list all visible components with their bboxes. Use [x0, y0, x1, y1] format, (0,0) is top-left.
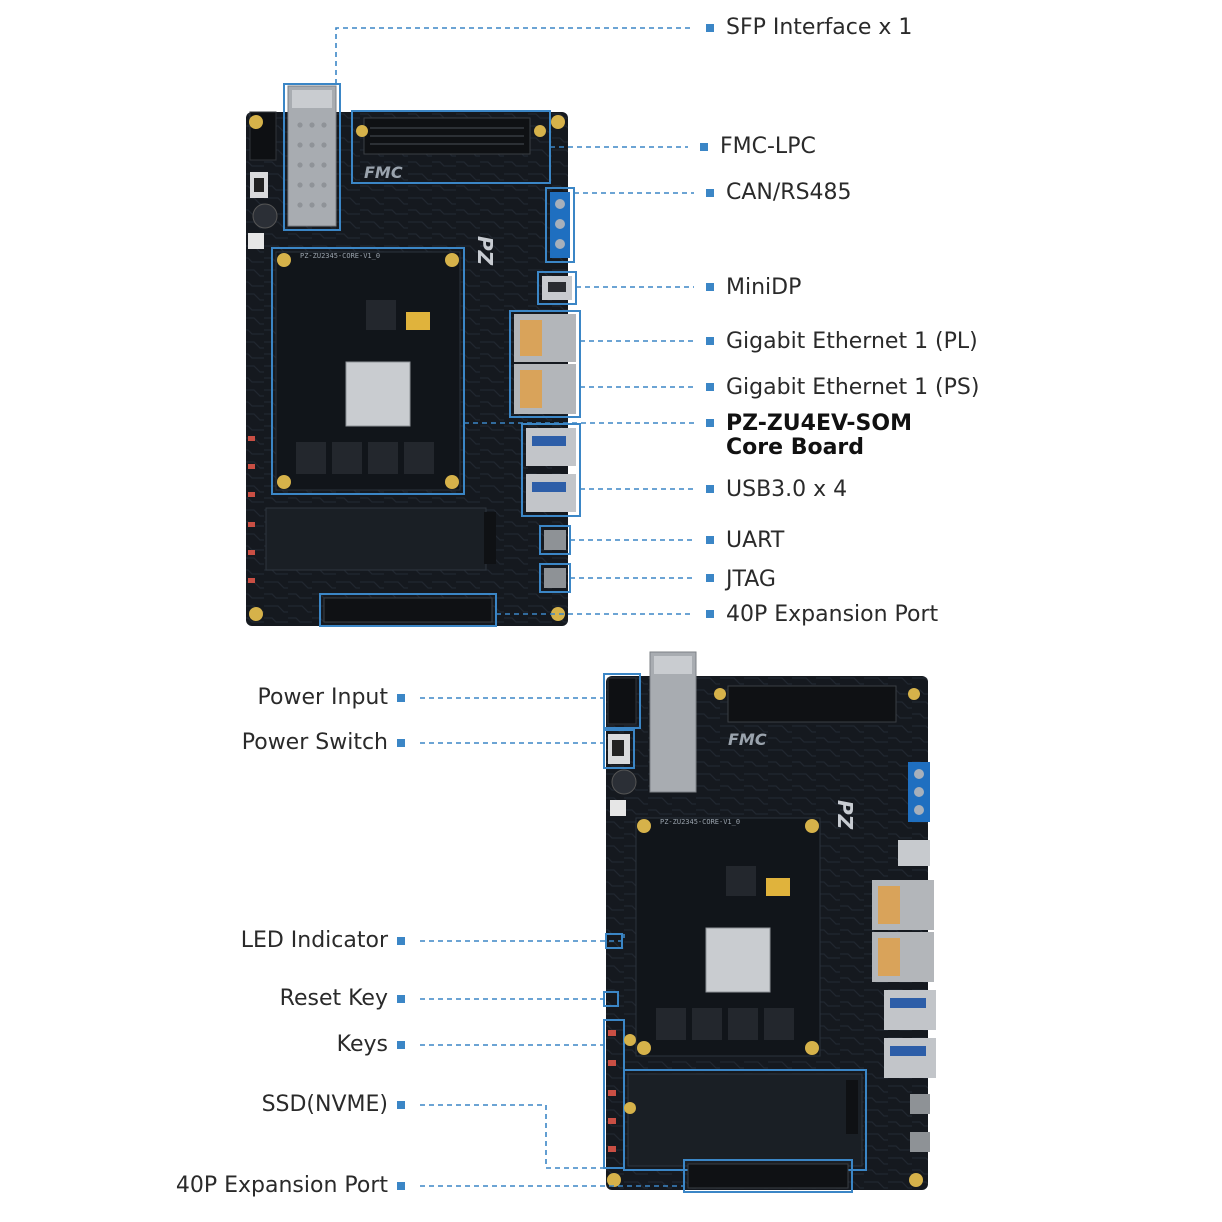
top-ddr-4	[404, 442, 434, 474]
label-ssd-nvme: SSD(NVME)	[261, 1092, 388, 1117]
label-power-switch: Power Switch	[241, 730, 388, 755]
bottom-fmc-silkscreen: FMC	[728, 730, 767, 749]
label-jtag: JTAG	[726, 567, 776, 592]
bullet-power-switch	[397, 739, 405, 747]
top-leader-lines	[335, 27, 694, 615]
bottom-m2-slot-area	[627, 1073, 863, 1167]
bullet-som	[706, 419, 714, 427]
top-zynq-chip	[345, 361, 411, 427]
bullet-eth-pl	[706, 337, 714, 345]
top-usb-port-1	[526, 428, 576, 466]
bullet-exp-top	[706, 610, 714, 618]
label-gigabit-ethernet-pl: Gigabit Ethernet 1 (PL)	[726, 329, 978, 354]
label-som-line1: PZ-ZU4EV-SOM	[726, 411, 912, 436]
label-expansion-port-top: 40P Expansion Port	[726, 602, 939, 627]
top-core-silkscreen: PZ-ZU2345-CORE-V1_0	[300, 252, 380, 260]
bullet-ssd	[397, 1101, 405, 1109]
bottom-board: FMC PZ-ZU2345-CORE-V1_0 PZ	[603, 651, 936, 1193]
bullet-minidp	[706, 283, 714, 291]
bottom-power-jack	[607, 677, 637, 725]
bullet-jtag	[706, 574, 714, 582]
bottom-core-silkscreen: PZ-ZU2345-CORE-V1_0	[660, 818, 740, 826]
top-jtag-port	[544, 568, 566, 588]
label-expansion-port-bottom: 40P Expansion Port	[175, 1173, 388, 1198]
bullet-can	[706, 189, 714, 197]
label-power-input: Power Input	[257, 685, 388, 710]
bottom-zynq-chip	[705, 927, 771, 993]
label-reset-key: Reset Key	[279, 986, 388, 1011]
bullet-led	[397, 937, 405, 945]
top-usb-port-2	[526, 474, 576, 512]
bullet-eth-ps	[706, 383, 714, 391]
label-uart: UART	[726, 528, 785, 553]
top-ddr-1	[296, 442, 326, 474]
top-led-row	[248, 436, 255, 583]
bullet-keys	[397, 1041, 405, 1049]
bullet-fmc	[700, 143, 708, 151]
label-led-indicator: LED Indicator	[240, 928, 388, 953]
label-usb: USB3.0 x 4	[726, 477, 848, 502]
label-minidp: MiniDP	[726, 275, 802, 300]
bullet-sfp	[706, 24, 714, 32]
top-40p-header	[323, 597, 493, 623]
label-fmc-lpc: FMC-LPC	[720, 134, 816, 159]
label-sfp-interface: SFP Interface x 1	[726, 15, 913, 40]
bullet-exp-bottom	[397, 1182, 405, 1190]
bottom-sfp-cage	[649, 651, 697, 793]
bottom-leader-lines	[420, 697, 684, 1187]
top-fmc-silkscreen: FMC	[364, 163, 403, 182]
bottom-fmc-connector	[727, 685, 897, 723]
top-uart-port	[544, 530, 566, 550]
bullet-power-input	[397, 694, 405, 702]
top-ddr-3	[368, 442, 398, 474]
bullet-uart	[706, 536, 714, 544]
label-gigabit-ethernet-ps: Gigabit Ethernet 1 (PS)	[726, 375, 980, 400]
bottom-40p-header	[687, 1163, 849, 1189]
bottom-key-row	[608, 1030, 616, 1152]
label-can-rs485: CAN/RS485	[726, 180, 852, 205]
bottom-brand-silkscreen: PZ	[833, 800, 857, 830]
top-brand-silkscreen: PZ	[473, 236, 497, 266]
bullet-usb	[706, 485, 714, 493]
top-m2-slot-area	[265, 507, 487, 571]
bullet-reset	[397, 995, 405, 1003]
top-ddr-2	[332, 442, 362, 474]
label-som-line2: Core Board	[726, 435, 865, 460]
top-board: FMC	[246, 83, 581, 627]
label-keys: Keys	[336, 1032, 388, 1057]
